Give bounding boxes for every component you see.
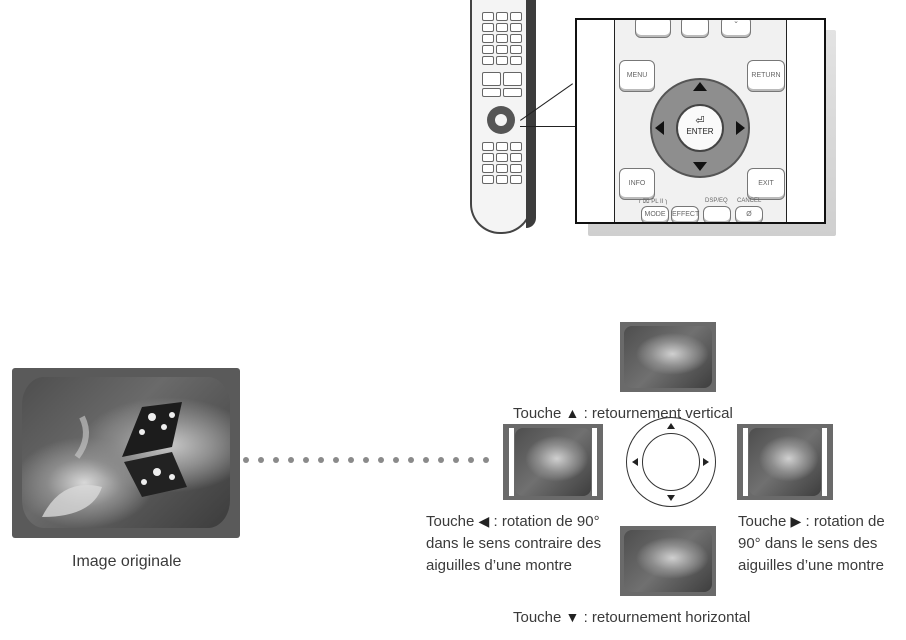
connector-dot bbox=[393, 457, 399, 463]
enter-label: ENTER bbox=[686, 127, 714, 136]
remote-control bbox=[470, 0, 532, 234]
label-right: Touche ▶ : rotation de 90° dans le sens … bbox=[738, 510, 904, 577]
return-button: RETURN bbox=[747, 60, 785, 92]
connector-dot bbox=[258, 457, 264, 463]
label-down-text: : retournement horizontal bbox=[583, 609, 751, 626]
chevron-down-icon: ⌄ bbox=[733, 18, 739, 25]
thumb-photo bbox=[515, 428, 591, 496]
top-button-mid bbox=[681, 20, 709, 38]
remote-edge-shading bbox=[526, 0, 536, 228]
callout-line-bottom bbox=[520, 126, 576, 127]
connector-dot bbox=[468, 457, 474, 463]
label-left: Touche ◀ : rotation de 90° dans le sens … bbox=[426, 510, 626, 577]
exit-button: EXIT bbox=[747, 168, 785, 200]
connector-dot bbox=[438, 457, 444, 463]
original-butterfly-image bbox=[22, 377, 230, 528]
label-up: Touche ▲ : retournement vertical bbox=[513, 402, 733, 425]
wheel-right-arrow-icon bbox=[703, 458, 709, 466]
thumb-photo bbox=[624, 326, 712, 388]
thumb-letterbox bbox=[509, 428, 514, 496]
label-right-line3: aiguilles d’une montre bbox=[738, 557, 884, 574]
connector-dot bbox=[423, 457, 429, 463]
wheel-up-arrow-icon bbox=[667, 423, 675, 429]
connector-dot bbox=[483, 457, 489, 463]
number-keypad bbox=[482, 12, 522, 65]
dpad-right-arrow-icon bbox=[736, 121, 745, 135]
thumb-rotate-right bbox=[737, 424, 833, 500]
connector-dot bbox=[273, 457, 279, 463]
label-right-line2: 90° dans le sens des bbox=[738, 535, 878, 552]
connector-dot bbox=[243, 457, 249, 463]
connector-dot bbox=[333, 457, 339, 463]
top-button-right: ⌄ bbox=[721, 18, 751, 38]
thumb-letterbox bbox=[822, 428, 827, 496]
cancel-label: CANCEL bbox=[737, 198, 762, 204]
right-triangle-icon: ▶ bbox=[790, 513, 802, 529]
label-left-line1: : rotation de 90° bbox=[493, 513, 600, 530]
label-right-line1: : rotation de bbox=[805, 513, 885, 530]
connector-dot bbox=[363, 457, 369, 463]
volume-channel-keys bbox=[482, 72, 522, 97]
dsp-label: DSP/EQ bbox=[705, 198, 728, 204]
direction-wheel-center bbox=[642, 433, 700, 491]
zoom-side-right bbox=[786, 20, 824, 222]
label-left-line3: aiguilles d’une montre bbox=[426, 557, 572, 574]
info-button: INFO bbox=[619, 168, 655, 200]
effect-button: EFFECT bbox=[671, 206, 699, 222]
dsp-button bbox=[703, 206, 731, 222]
label-right-prefix: Touche bbox=[738, 513, 787, 530]
label-down-prefix: Touche bbox=[513, 609, 562, 626]
mini-dpad bbox=[487, 106, 515, 134]
left-triangle-icon: ◀ bbox=[478, 513, 490, 529]
remote-zoom-panel: ⌄ MENU RETURN ⏎ ENTER INFO EXIT ɾ ⌧ PL I… bbox=[575, 18, 826, 224]
top-button-left bbox=[635, 20, 671, 38]
label-up-prefix: Touche bbox=[513, 405, 562, 422]
connector-dot bbox=[348, 457, 354, 463]
enter-button: ⏎ ENTER bbox=[676, 104, 724, 152]
wheel-left-arrow-icon bbox=[632, 458, 638, 466]
thumb-vertical-flip bbox=[620, 322, 716, 392]
thumb-photo bbox=[749, 428, 821, 496]
butterfly-icon bbox=[42, 402, 187, 517]
down-triangle-icon: ▼ bbox=[565, 609, 580, 625]
label-left-prefix: Touche bbox=[426, 513, 475, 530]
dpad-up-arrow-icon bbox=[693, 82, 707, 91]
connector-dot bbox=[318, 457, 324, 463]
mode-button: MODE bbox=[641, 206, 669, 222]
thumb-photo bbox=[624, 530, 712, 592]
connector-dot bbox=[408, 457, 414, 463]
label-left-line2: dans le sens contraire des bbox=[426, 535, 602, 552]
menu-button: MENU bbox=[619, 60, 655, 92]
zoom-side-left bbox=[577, 20, 615, 222]
connector-dot bbox=[288, 457, 294, 463]
dpad-left-arrow-icon bbox=[655, 121, 664, 135]
connector-dot bbox=[303, 457, 309, 463]
thumb-rotate-left bbox=[503, 424, 603, 500]
lower-keypad bbox=[482, 142, 522, 184]
enter-icon: ⏎ bbox=[695, 115, 705, 127]
original-image-caption: Image originale bbox=[72, 553, 182, 570]
connector-dot bbox=[453, 457, 459, 463]
thumb-letterbox bbox=[743, 428, 748, 496]
label-up-text: : retournement vertical bbox=[583, 405, 733, 422]
connector-dot bbox=[378, 457, 384, 463]
cancel-button: Ø bbox=[735, 206, 763, 222]
dpad-down-arrow-icon bbox=[693, 162, 707, 171]
wheel-down-arrow-icon bbox=[667, 495, 675, 501]
label-down: Touche ▼ : retournement horizontal bbox=[513, 606, 750, 629]
up-triangle-icon: ▲ bbox=[565, 405, 580, 421]
thumb-letterbox bbox=[592, 428, 597, 496]
thumb-horizontal-flip bbox=[620, 526, 716, 596]
pl2-label: ɾ ⌧ PL II ɿ bbox=[639, 199, 668, 205]
